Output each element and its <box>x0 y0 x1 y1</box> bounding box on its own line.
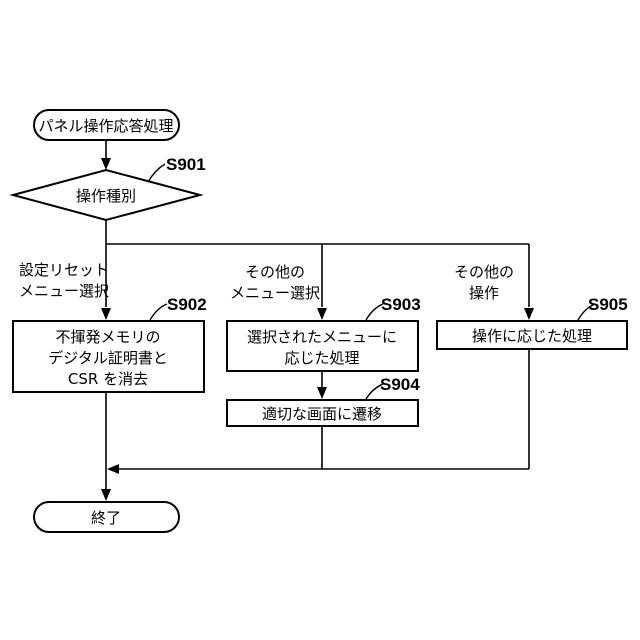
step-label-s903: S903 <box>381 295 421 314</box>
decision-label: 操作種別 <box>76 187 136 205</box>
arrowhead <box>524 308 534 320</box>
arrowhead <box>317 387 327 399</box>
step-label-s905: S905 <box>588 295 628 314</box>
process-label-s902-line1: 不揮発メモリの <box>55 328 160 346</box>
branch-label-menu-line1: その他の <box>245 263 305 281</box>
step-label-s902: S902 <box>167 295 207 314</box>
arrowhead <box>101 158 111 170</box>
process-label-s905: 操作に応じた処理 <box>472 327 592 345</box>
start-terminal-label: パネル操作応答処理 <box>38 117 173 135</box>
process-label-s903-line1: 選択されたメニューに <box>247 328 397 346</box>
process-label-s902-line3: CSR を消去 <box>68 370 148 388</box>
process-label-s903-line2: 応じた処理 <box>284 349 359 367</box>
process-label-s904: 適切な画面に遷移 <box>262 405 382 423</box>
arrowhead <box>101 489 111 501</box>
process-label-s902-line2: デジタル証明書と <box>48 349 168 367</box>
step-leader-s901 <box>148 164 165 182</box>
step-label-s904: S904 <box>380 375 420 394</box>
branch-label-other-line1: その他の <box>454 263 514 281</box>
branch-label-reset-line1: 設定リセット <box>19 261 109 279</box>
step-leader-s902 <box>150 304 167 320</box>
arrowhead <box>101 308 111 320</box>
branch-label-other-line2: 操作 <box>469 284 499 302</box>
branch-label-reset-line2: メニュー選択 <box>19 282 109 300</box>
end-terminal-label: 終了 <box>91 509 121 527</box>
arrowhead <box>317 308 327 320</box>
step-label-s901: S901 <box>166 155 206 174</box>
arrowhead <box>107 464 119 474</box>
branch-label-menu-line2: メニュー選択 <box>230 284 320 302</box>
